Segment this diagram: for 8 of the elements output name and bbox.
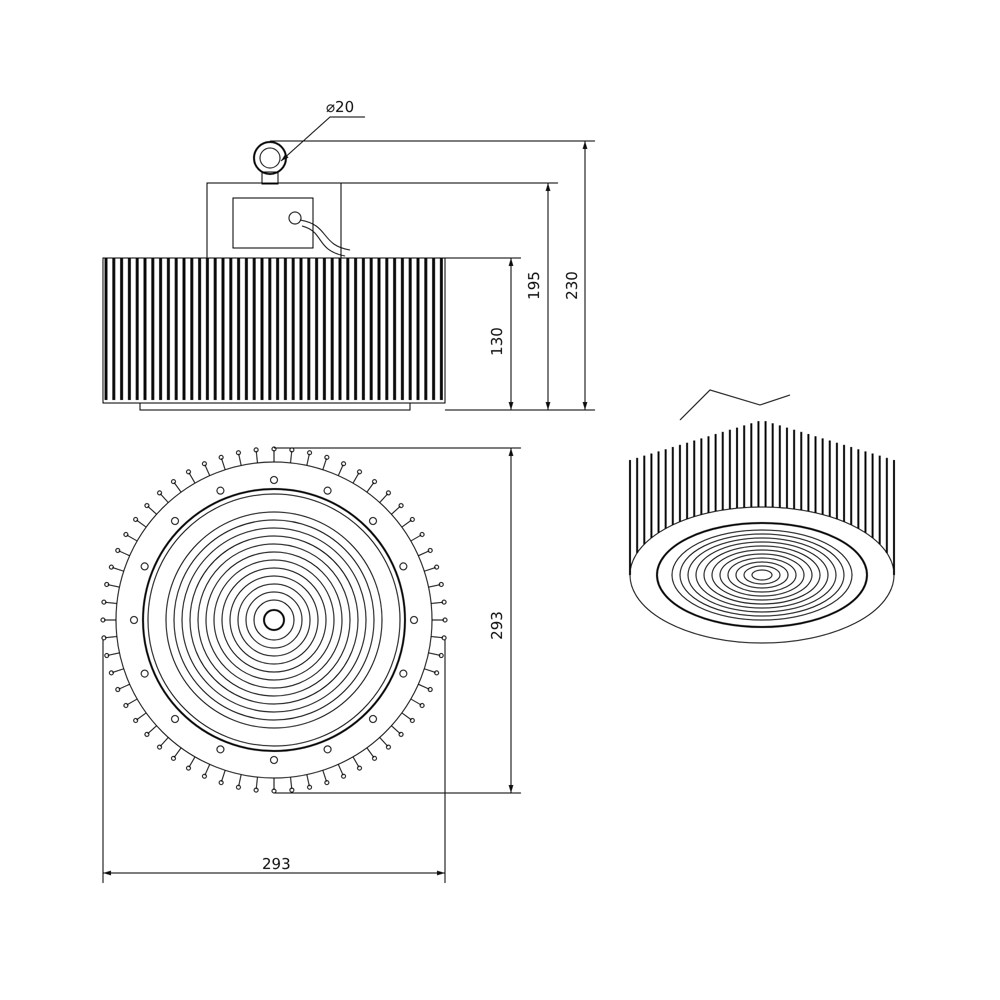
dimension-label: 230 xyxy=(564,271,580,300)
leader-line xyxy=(280,116,366,162)
dimension-label: 293 xyxy=(490,611,505,640)
eye-ring xyxy=(253,141,287,175)
diameter-label: ⌀20 xyxy=(326,100,354,115)
dimension-label: 130 xyxy=(490,327,505,356)
dimension-label: 293 xyxy=(262,857,291,872)
dimension-label: 195 xyxy=(526,271,542,300)
